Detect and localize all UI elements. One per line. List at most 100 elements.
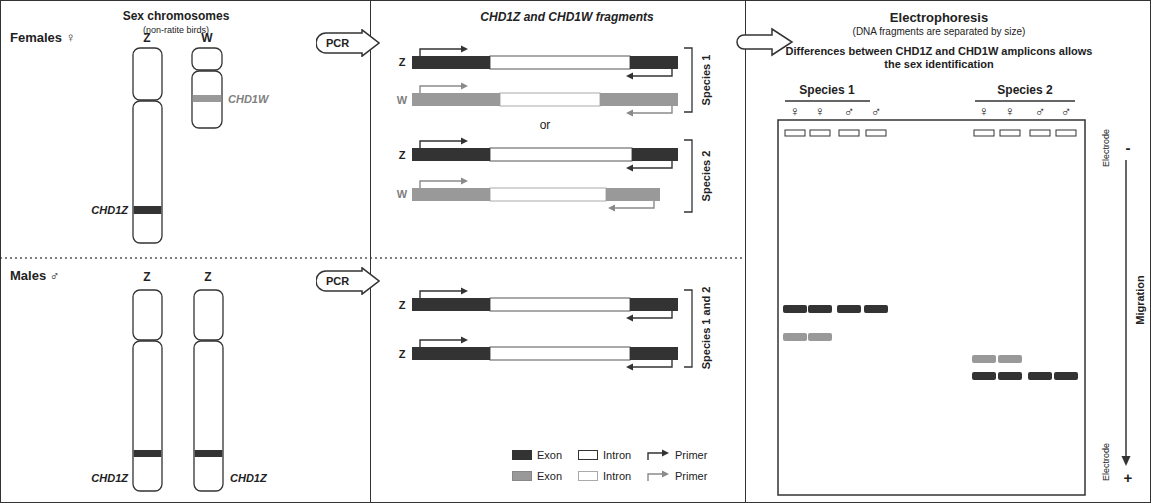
fragment-label: Z [399,299,406,311]
chromosome-label: W [201,32,212,45]
panel: CHD1Z and CHD1W fragments [370,0,746,503]
dna-band [998,372,1022,380]
sex-symbol: ♂ [1061,104,1072,119]
sex-symbol: ♀ [1005,104,1016,119]
chromosome-label: Z [204,271,211,284]
species-label: Species 1 [700,55,712,106]
pcr-arrow: PCR [316,29,380,57]
species-label: Species 2 [997,84,1052,97]
migration-line [1125,160,1127,456]
fragment-label: W [397,94,407,106]
exon-segment [412,298,490,311]
species-underline [785,100,870,102]
primer-sample-head [662,450,669,457]
legend-swatch [512,450,532,460]
chromosome [133,290,162,491]
electrode-sign: - [1126,140,1131,157]
dna-band [1028,372,1052,380]
legend-entry: Intron [578,470,631,482]
sex-symbol: ♀ [790,104,801,119]
bracket [684,140,692,212]
gene-fragment [412,337,678,371]
exon-segment [630,298,678,311]
legend-entry: Intron [578,449,631,461]
legend-text: Primer [675,470,707,482]
electrode-label: Electrode [1102,129,1112,167]
primer-head [626,364,633,371]
panel-heading: PCR [326,275,349,288]
panel-subheading: (non-ratite birds) [143,25,209,35]
primer-head [626,165,633,172]
exon-segment [606,188,660,201]
primer-head [461,138,468,145]
forward-primer [420,141,462,148]
chromosome-label: Z [143,271,150,284]
bracket [684,290,692,367]
electrode-label: Electrode [1102,443,1112,481]
chromosome-arm [133,341,162,491]
chromosome-label: Z [143,32,150,45]
gel-well [810,130,830,136]
sex-symbol: ♂ [871,104,882,119]
dna-band [998,355,1022,363]
dna-band [808,333,832,341]
legend-text: Exon [537,470,562,482]
gene-label: CHD1Z [91,472,128,484]
exon-segment [630,56,678,69]
primer-head [461,83,468,90]
gene-fragment [412,288,678,322]
gene-fragment [412,178,660,212]
reverse-primer [614,201,654,208]
exon-segment [600,93,678,106]
bracket [684,48,692,112]
migration-head [1122,456,1131,466]
legend-entry: Exon [512,449,562,461]
chromosome [192,48,222,128]
reverse-primer [632,161,672,168]
species-label: Species 2 [700,151,712,202]
gel-well [839,130,859,136]
panel-heading: Sex chromosomes [123,10,230,24]
gene-fragment [412,138,678,172]
group-label: Males ♂ [10,269,60,283]
dna-band [783,305,807,313]
chromosome-arm [192,48,222,70]
chromosome-arm [133,101,162,243]
dna-band [972,372,996,380]
gel-well [1056,130,1076,136]
divider-dotted [0,257,746,258]
legend-text: Primer [675,449,707,461]
sex-symbol: ♀ [979,104,990,119]
species-underline [975,100,1075,102]
legend-primer-sample [646,449,670,461]
primer-sample-head [662,471,669,478]
primer-head [461,337,468,344]
exon-segment [412,56,490,69]
intron-segment [490,188,606,201]
primer-head [461,46,468,53]
chromosome-arm [133,48,162,100]
gene-fragment [412,46,678,80]
intron-segment [490,148,632,161]
dna-band [837,305,861,313]
gene-band [134,206,162,214]
gel-well [1000,130,1020,136]
fragment-label: W [397,188,407,200]
reverse-primer [632,311,672,318]
primer-head [626,315,633,322]
panel-heading: PCR [326,37,349,50]
forward-primer [420,340,462,347]
primer-sample-line [648,453,663,460]
pcr-arrow: PCR [316,267,380,295]
dna-band [808,305,832,313]
primer-sample-line [648,474,663,481]
dna-band [972,355,996,363]
gel-well [785,130,805,136]
gel-outline [778,120,1085,495]
intron-segment [490,347,630,360]
gene-band [134,450,162,457]
primer-head [461,178,468,185]
chromosome [194,290,223,491]
primer-head [608,205,615,212]
legend-text: Intron [603,470,631,482]
